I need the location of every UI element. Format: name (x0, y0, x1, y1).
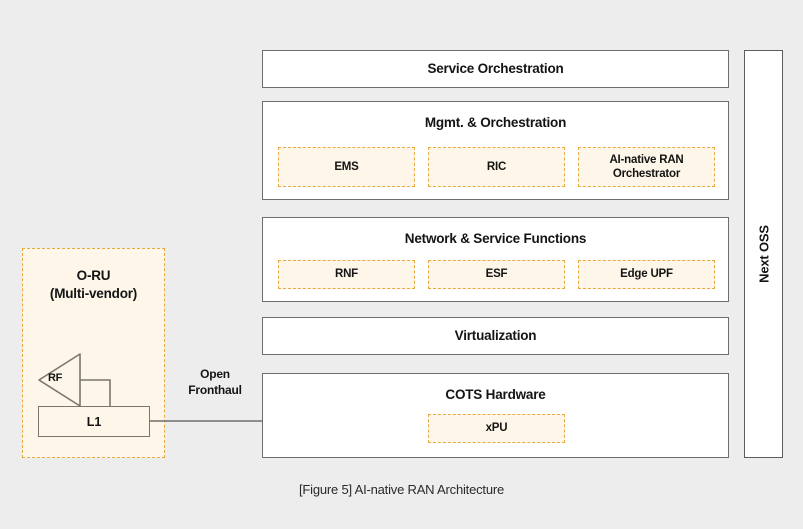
next-oss-column[interactable]: Next OSS (744, 50, 783, 458)
layer-title: Service Orchestration (427, 61, 564, 77)
component-ai-native-ran-orchestrator[interactable]: AI-native RAN Orchestrator (578, 147, 715, 187)
component-xpu[interactable]: xPU (428, 414, 565, 443)
figure-caption: [Figure 5] AI-native RAN Architecture (298, 482, 505, 497)
fronthaul-line1: Open (200, 367, 230, 381)
oru-subtitle: (Multi-vendor) (49, 285, 138, 301)
component-edge-upf[interactable]: Edge UPF (578, 260, 715, 289)
oru-label: O-RU (Multi-vendor) (23, 267, 164, 302)
layer-title: COTS Hardware (445, 387, 546, 402)
open-fronthaul-label: Open Fronthaul (180, 366, 250, 398)
layer-service-orchestration[interactable]: Service Orchestration (262, 50, 729, 88)
layer-mgmt-orchestration[interactable]: Mgmt. & Orchestration EMS RIC AI-native … (262, 101, 729, 200)
layer-cots-hardware[interactable]: COTS Hardware xPU (262, 373, 729, 458)
rf-label: RF (48, 372, 63, 384)
layer-title: Mgmt. & Orchestration (424, 115, 567, 130)
oru-title: O-RU (76, 268, 111, 283)
layer-virtualization[interactable]: Virtualization (262, 317, 729, 355)
next-oss-label: Next OSS (756, 225, 771, 283)
component-rnf[interactable]: RNF (278, 260, 415, 289)
layer-title: Virtualization (454, 328, 537, 344)
l1-block[interactable]: L1 (38, 406, 150, 437)
component-ric[interactable]: RIC (428, 147, 565, 187)
component-esf[interactable]: ESF (428, 260, 565, 289)
layer-title: Network & Service Functions (404, 231, 587, 246)
component-ems[interactable]: EMS (278, 147, 415, 187)
fronthaul-line2: Fronthaul (188, 383, 242, 398)
layer-network-service-functions[interactable]: Network & Service Functions RNF ESF Edge… (262, 217, 729, 302)
